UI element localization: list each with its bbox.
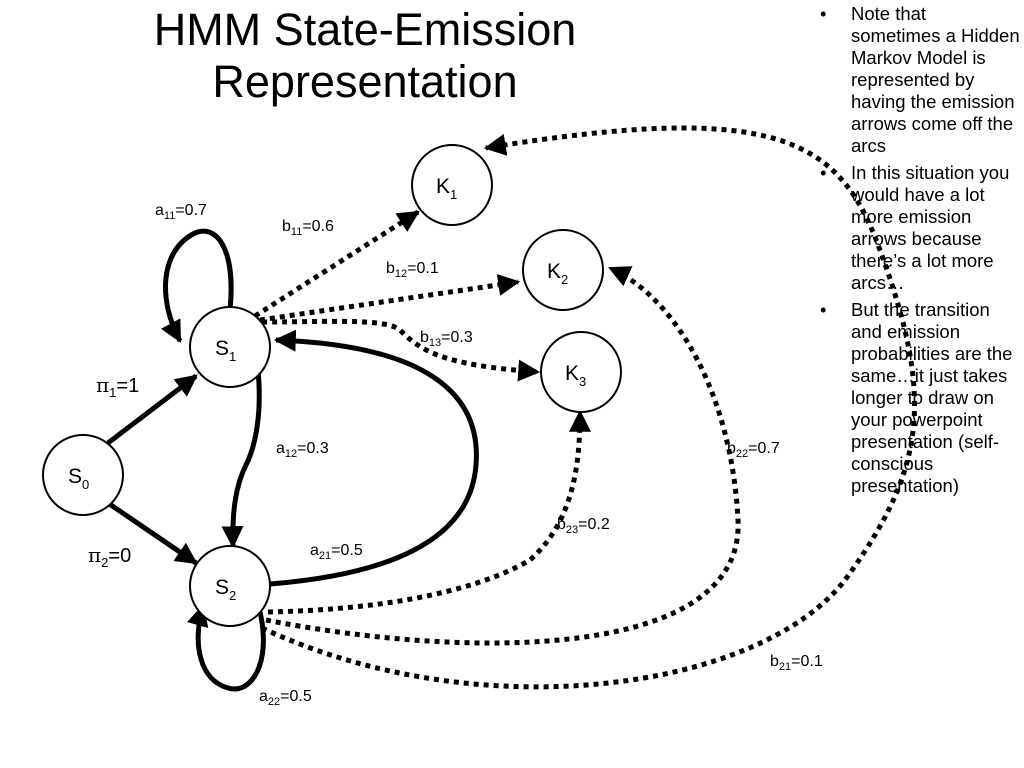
label-pi1: π1=1 xyxy=(96,373,139,400)
label-a21: a21=0.5 xyxy=(310,542,363,562)
bullet-icon: • xyxy=(820,3,827,24)
node-k1-sub: 1 xyxy=(450,187,457,202)
note-item-1: • Note that sometimes a Hidden Markov Mo… xyxy=(820,3,1020,157)
node-k3-base: K xyxy=(565,362,579,385)
node-s2-base: S xyxy=(215,576,229,599)
node-k3: K3 xyxy=(540,331,622,413)
note-item-3: • But the transition and emission probab… xyxy=(820,299,1020,497)
edge-b12 xyxy=(259,274,521,323)
node-s2: S2 xyxy=(189,545,271,627)
label-b22: b22=0.7 xyxy=(727,440,780,460)
svg-text:K2: K2 xyxy=(547,260,568,287)
edge-pi2 xyxy=(106,500,198,566)
label-b11: b11=0.6 xyxy=(282,218,334,238)
svg-text:S0: S0 xyxy=(68,465,89,492)
node-s1-base: S xyxy=(215,337,229,360)
emission-edges xyxy=(253,125,917,690)
svg-text:K1: K1 xyxy=(436,175,457,202)
edge-a11 xyxy=(160,228,234,343)
node-k2-base: K xyxy=(547,260,561,283)
svg-text:S1: S1 xyxy=(215,337,236,364)
label-a22: a22=0.5 xyxy=(259,688,312,708)
node-k2: K2 xyxy=(522,229,604,311)
label-pi2: π2=0 xyxy=(88,543,131,570)
bullet-icon: • xyxy=(820,299,827,320)
note-text-1: Note that sometimes a Hidden Markov Mode… xyxy=(851,3,1020,156)
svg-text:S2: S2 xyxy=(215,576,236,603)
label-a11: a11=0.7 xyxy=(155,202,207,222)
label-b23: b23=0.2 xyxy=(557,516,610,536)
node-k2-sub: 2 xyxy=(561,272,568,287)
edge-a21 xyxy=(269,329,479,587)
edge-a22 xyxy=(187,603,266,692)
label-b12: b12=0.1 xyxy=(386,260,439,280)
title-line-1: HMM State-Emission xyxy=(153,4,577,55)
node-k3-sub: 3 xyxy=(579,374,586,389)
node-k1-base: K xyxy=(436,175,450,198)
node-s0-base: S xyxy=(68,465,82,488)
label-a12: a12=0.3 xyxy=(276,440,329,460)
edge-b23 xyxy=(267,409,591,615)
node-s1: S1 xyxy=(189,306,271,388)
edge-labels: π1=1 π2=0 a11=0.7 a12=0.3 a21=0.5 a22=0.… xyxy=(88,202,823,708)
note-text-2: In this situation you would have a lot m… xyxy=(851,162,1010,293)
node-s2-sub: 2 xyxy=(229,588,236,603)
title-line-2: Representation xyxy=(212,56,518,107)
svg-text:K3: K3 xyxy=(565,362,586,389)
node-s0-sub: 0 xyxy=(82,477,89,492)
node-k1: K1 xyxy=(411,144,493,226)
transition-edges xyxy=(106,228,479,692)
slide-title: HMM State-Emission Representation xyxy=(60,4,670,108)
label-b13: b13=0.3 xyxy=(420,329,473,349)
edge-a12 xyxy=(221,369,262,549)
note-item-2: • In this situation you would have a lot… xyxy=(820,162,1020,294)
note-text-3: But the transition and emission probabil… xyxy=(851,299,1013,496)
node-s1-sub: 1 xyxy=(229,349,236,364)
edge-pi1 xyxy=(106,374,198,445)
notes-list: • Note that sometimes a Hidden Markov Mo… xyxy=(820,3,1020,502)
bullet-icon: • xyxy=(820,162,827,183)
edge-b13 xyxy=(261,318,541,382)
label-b21: b21=0.1 xyxy=(770,653,823,673)
edge-b11 xyxy=(253,209,420,319)
node-s0: S0 xyxy=(42,434,124,516)
edge-b21 xyxy=(260,125,917,690)
edge-b22 xyxy=(265,265,741,646)
